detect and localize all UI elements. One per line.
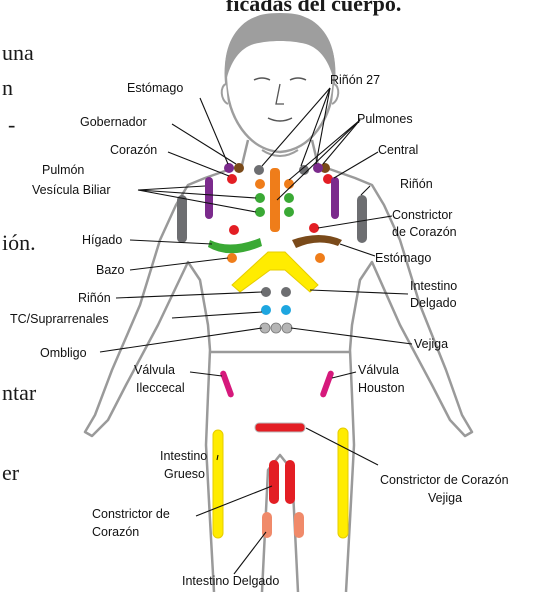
page-text-line: ión. bbox=[2, 230, 36, 255]
point-intestino-leg-right bbox=[294, 512, 304, 538]
label-cc-leg-line1: Constrictor de bbox=[92, 507, 170, 521]
page-text-line: n bbox=[2, 75, 13, 100]
label-cc-leg-line2: Corazón bbox=[92, 525, 139, 539]
label-pulmon: Pulmón bbox=[42, 163, 84, 177]
point-rinon-right-bar bbox=[357, 195, 367, 243]
label-tc-suprarrenales: TC/Suprarrenales bbox=[10, 312, 109, 326]
label-intestino-grueso-line1: Intestino bbox=[160, 449, 207, 463]
leader-lines bbox=[100, 88, 412, 574]
point-ombligo-3 bbox=[282, 323, 292, 333]
point-pulmon-right-bar bbox=[331, 177, 339, 219]
point-valvula-houston bbox=[319, 370, 334, 398]
point-pulmon-left-bar bbox=[205, 177, 213, 219]
label-pulmones: Pulmones bbox=[357, 112, 413, 126]
point-green-right-1 bbox=[284, 193, 294, 203]
point-green-right-2 bbox=[284, 207, 294, 217]
label-constrictor-line2: de Corazón bbox=[392, 225, 457, 239]
label-estomago-top: Estómago bbox=[127, 81, 183, 95]
point-rinon-lower-right bbox=[281, 287, 291, 297]
label-ombligo: Ombligo bbox=[40, 346, 87, 360]
label-rinon-left: Riñón bbox=[78, 291, 111, 305]
point-bazo bbox=[227, 253, 237, 263]
label-intestino-grueso-line2: Grueso bbox=[164, 467, 205, 481]
point-intestino-grueso-left bbox=[213, 430, 223, 538]
point-green-left-1 bbox=[255, 193, 265, 203]
head bbox=[222, 14, 339, 157]
point-gobernador bbox=[234, 163, 244, 173]
label-corazon: Corazón bbox=[110, 143, 157, 157]
label-intestino-delgado-line2: Delgado bbox=[410, 296, 457, 310]
label-valvula-ileocecal-line2: Ileccecal bbox=[136, 381, 185, 395]
point-constrictor-left bbox=[229, 225, 239, 235]
point-ombligo-2 bbox=[271, 323, 281, 333]
label-intestino-delgado-line1: Intestino bbox=[410, 279, 457, 293]
label-estomago-right: Estómago bbox=[375, 251, 431, 265]
label-cc-vejiga-line1: Constrictor de Corazón bbox=[380, 473, 509, 487]
point-higado-band bbox=[208, 238, 262, 253]
label-cc-vejiga-line2: Vejiga bbox=[428, 491, 462, 505]
point-tc-right bbox=[281, 305, 291, 315]
page-text-line: ntar bbox=[2, 380, 37, 405]
point-constrictor-leg-left bbox=[269, 460, 279, 504]
point-markers bbox=[177, 163, 367, 538]
point-tc-left bbox=[261, 305, 271, 315]
point-orange-left-1 bbox=[255, 179, 265, 189]
point-rinon-lower-left bbox=[261, 287, 271, 297]
label-rinon27: Riñón 27 bbox=[330, 73, 380, 87]
page-text-line: una bbox=[2, 40, 34, 65]
point-estomago-orange bbox=[315, 253, 325, 263]
point-constrictor-leg-right bbox=[285, 460, 295, 504]
point-central-line bbox=[270, 168, 280, 232]
point-estomago-left bbox=[224, 163, 234, 173]
point-estomago-band bbox=[292, 235, 342, 248]
label-rinon-right: Riñón bbox=[400, 177, 433, 191]
point-intestino-grueso-right bbox=[338, 428, 348, 538]
label-gobernador: Gobernador bbox=[80, 115, 147, 129]
point-constrictor-vejiga-bar bbox=[255, 423, 305, 432]
point-rinon27-left bbox=[254, 165, 264, 175]
point-constrictor-right bbox=[309, 223, 319, 233]
label-intestino-delgado-bottom: Intestino Delgado bbox=[182, 574, 279, 588]
label-central: Central bbox=[378, 143, 418, 157]
label-valvula-houston-line1: Válvula bbox=[358, 363, 399, 377]
point-rinon-left-bar bbox=[177, 195, 187, 243]
label-valvula-ileocecal-line1: Válvula bbox=[134, 363, 175, 377]
point-intestino-leg-left bbox=[262, 512, 272, 538]
label-constrictor-line1: Constrictor bbox=[392, 208, 452, 222]
label-vejiga: Vejiga bbox=[414, 337, 448, 351]
point-valvula-ileocecal bbox=[219, 370, 234, 398]
label-valvula-houston-line2: Houston bbox=[358, 381, 405, 395]
page-heading: ficadas del cuerpo. bbox=[226, 0, 401, 16]
page-text-line: - bbox=[8, 112, 15, 137]
point-orange-right-1 bbox=[284, 179, 294, 189]
labels: Estómago Riñón 27 Gobernador Pulmones Co… bbox=[10, 73, 509, 588]
point-intestino-delgado-chevron bbox=[232, 252, 318, 292]
point-green-left-2 bbox=[255, 207, 265, 217]
page-text-line: er bbox=[2, 460, 20, 485]
label-higado: Hígado bbox=[82, 233, 122, 247]
label-bazo: Bazo bbox=[96, 263, 125, 277]
label-vesicula-biliar: Vesícula Biliar bbox=[32, 183, 111, 197]
